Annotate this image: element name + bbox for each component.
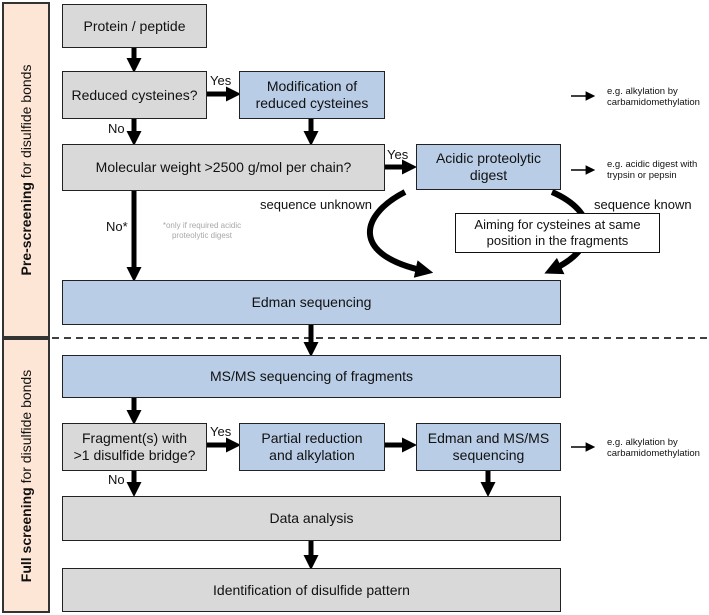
data-analysis-box: Data analysis [62,496,561,541]
alkylation-note-1: e.g. alkylation by carbamidomethylation [607,86,700,108]
msms-sequencing-box: MS/MS sequencing of fragments [62,355,561,398]
protein-peptide-box: Protein / peptide [62,4,207,48]
partial-reduction-box: Partial reduction and alkylation [239,423,385,471]
yes-label-1: Yes [210,73,232,88]
pre-screening-panel: Pre-screening for disulfide bonds [2,2,50,338]
only-if-required-note: *only if required acidic proteolytic dig… [162,221,242,240]
full-screening-panel: Full screening for disulfide bonds [2,338,50,613]
alkylation-note-2: e.g. alkylation by carbamidomethylation [607,437,700,459]
acidic-digest-box: Acidic proteolytic digest [416,144,561,190]
identification-box: Identification of disulfide pattern [62,568,561,612]
edman-sequencing-box: Edman sequencing [62,280,561,325]
molecular-weight-box: Molecular weight >2500 g/mol per chain? [62,144,385,191]
fragments-box: Fragment(s) with >1 disulfide bridge? [62,423,207,471]
sequence-known-label: sequence known [594,197,692,212]
yes-label-2: Yes [387,147,409,162]
edman-msms-box: Edman and MS/MS sequencing [416,423,561,471]
reduced-cysteines-box: Reduced cysteines? [62,71,207,119]
curve-sequence-unknown [366,189,434,278]
no-label-1: No [108,121,125,136]
no-star-label: No* [106,219,128,234]
sequence-unknown-label: sequence unknown [260,197,373,212]
yes-label-3: Yes [210,424,232,439]
aiming-cysteines-box: Aiming for cysteines at same position in… [455,213,660,253]
modification-box: Modification of reduced cysteines [239,71,385,119]
no-label-3: No [108,472,125,487]
acidic-digest-note: e.g. acidic digest with trypsin or pepsi… [607,159,698,181]
